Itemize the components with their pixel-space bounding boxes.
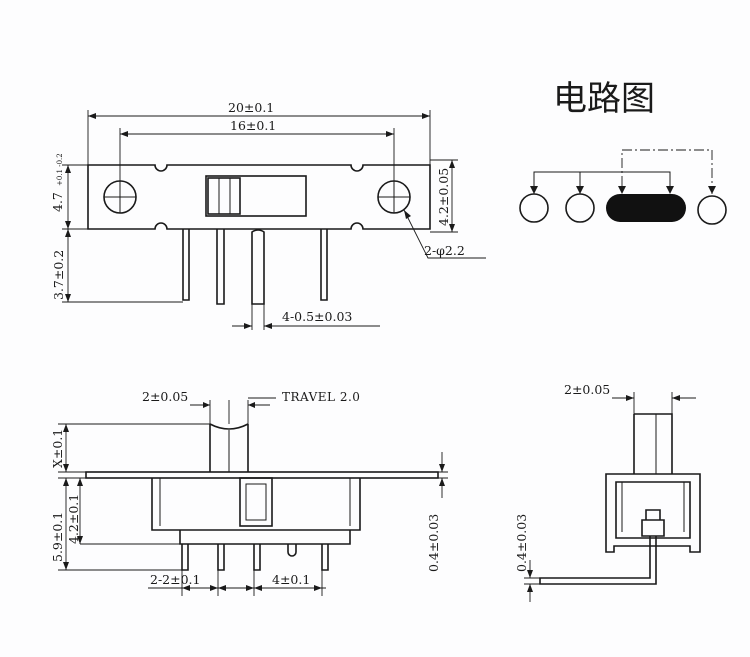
pin-common bbox=[251, 229, 265, 305]
actuator-knob bbox=[207, 177, 241, 215]
side-housing bbox=[605, 473, 701, 553]
side-contact bbox=[641, 509, 665, 537]
side-view: 2±0.05 0.4±0.03 bbox=[514, 382, 701, 602]
side-dim-actuator-width: 2±0.05 bbox=[564, 382, 610, 397]
dim-actuator-height: X±0.1 bbox=[50, 429, 65, 468]
front-body bbox=[151, 478, 361, 531]
pin-3 bbox=[320, 229, 328, 301]
dim-pin-pitch-left: 2-2±0.1 bbox=[150, 572, 200, 587]
top-plate bbox=[87, 164, 431, 230]
dim-body-height: 4.7 bbox=[50, 192, 65, 212]
front-actuator bbox=[209, 423, 249, 472]
front-pin-1 bbox=[181, 544, 189, 571]
actuator-slot bbox=[205, 175, 307, 217]
terminal-3 bbox=[697, 195, 727, 225]
dim-plate-thk: 0.4±0.03 bbox=[426, 514, 441, 572]
dim-pin-width: 4-0.5±0.03 bbox=[282, 309, 352, 324]
circuit-diagram bbox=[519, 149, 727, 225]
terminal-2 bbox=[565, 193, 595, 223]
dim-pin-pitch-right: 4±0.1 bbox=[272, 572, 310, 587]
side-actuator bbox=[633, 413, 673, 474]
side-terminal bbox=[539, 536, 657, 585]
front-pin-5 bbox=[321, 544, 329, 571]
front-pin-2 bbox=[217, 544, 225, 571]
slider-contact bbox=[606, 194, 686, 222]
dim-body-height-tol: +0.1 -0.2 bbox=[56, 153, 64, 186]
dim-hole-pitch: 16±0.1 bbox=[230, 118, 276, 133]
front-base bbox=[179, 530, 351, 545]
circuit-diagram-title: 电路图 bbox=[553, 79, 655, 119]
dim-pin-length: 3.7±0.2 bbox=[51, 250, 66, 300]
side-dim-plate-thk: 0.4±0.03 bbox=[514, 514, 529, 572]
terminal-1 bbox=[519, 193, 549, 223]
circuit-link-b bbox=[621, 149, 713, 194]
top-view: 20±0.1 16±0.1 4.7 +0.1 -0.2 3.7±0.2 4.2±… bbox=[50, 100, 486, 330]
dim-slot-height: 4.2±0.05 bbox=[436, 168, 451, 226]
front-view: 2±0.05 TRAVEL 2.0 X±0.1 5.9±0.1 4.2±0.1 … bbox=[50, 389, 448, 596]
travel-label: TRAVEL 2.0 bbox=[282, 390, 360, 404]
circuit-link-a bbox=[533, 171, 671, 194]
dim-body-h: 4.2±0.1 bbox=[66, 494, 81, 544]
dim-hole-dia: 2-φ2.2 bbox=[424, 243, 465, 258]
dim-overall-width: 20±0.1 bbox=[228, 100, 274, 115]
dim-actuator-width: 2±0.05 bbox=[142, 389, 188, 404]
front-pin-4 bbox=[287, 544, 297, 557]
pin-1 bbox=[182, 229, 190, 301]
front-plate bbox=[85, 471, 439, 479]
front-window bbox=[239, 477, 273, 527]
dim-total-height: 5.9±0.1 bbox=[50, 512, 65, 562]
front-pin-3 bbox=[253, 544, 261, 571]
pin-2 bbox=[216, 229, 225, 305]
